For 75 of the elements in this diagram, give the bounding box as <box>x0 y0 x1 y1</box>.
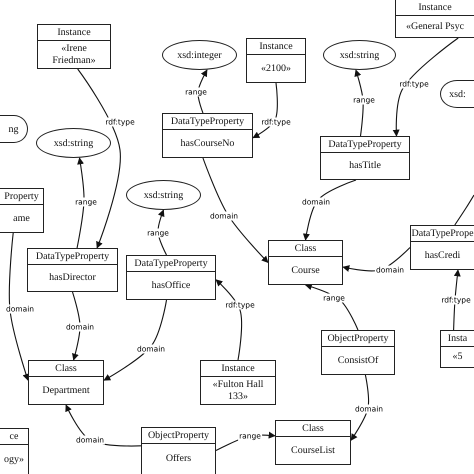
element-type: ce <box>10 430 18 444</box>
entity-box <box>141 427 216 474</box>
element-type: Property <box>4 190 39 204</box>
element-name: ogy» <box>4 454 24 466</box>
element-type: DataTypeProperty <box>170 115 244 129</box>
type-label: xsd:string <box>144 190 184 200</box>
element-type: Instance <box>259 40 293 54</box>
element-name: «Fulton Hall 133» <box>212 378 264 402</box>
element-type: Class <box>294 242 316 256</box>
entity-box <box>28 360 104 405</box>
element-type: Instance <box>221 362 255 376</box>
element-name: hasCredi <box>424 250 460 262</box>
type-label: xsd: <box>449 88 466 100</box>
element-type: ObjectProperty <box>327 332 389 346</box>
entity-box <box>395 0 474 38</box>
arrow <box>354 69 364 136</box>
element-type: Class <box>302 422 324 436</box>
entity-box <box>27 248 118 292</box>
element-type: Insta <box>448 332 468 346</box>
arrow <box>392 38 459 137</box>
arrow <box>157 209 167 256</box>
entity-box <box>275 420 351 465</box>
entity-box <box>410 225 474 270</box>
element-name: «5 <box>452 351 462 363</box>
arrow <box>8 232 30 381</box>
type-label: xsd:string <box>340 50 380 60</box>
type-label: xsd:string <box>54 138 94 148</box>
element-name: hasTitle <box>349 160 381 172</box>
datatype-ellipse <box>36 128 111 158</box>
arrow <box>72 292 81 361</box>
entity-box <box>320 136 410 180</box>
element-name: Department <box>42 384 90 396</box>
entity-box <box>0 188 44 233</box>
arrow <box>350 374 370 441</box>
element-name: «Irene Friedman» <box>51 42 97 66</box>
element-type: Instance <box>57 26 91 40</box>
element-name: Offers <box>166 453 192 465</box>
arrow <box>215 279 242 360</box>
arrow <box>302 179 356 241</box>
element-name: «General Psyc <box>406 20 464 32</box>
entity-box <box>268 240 343 285</box>
element-name: hasCourseNo <box>180 138 234 150</box>
element-name: hasOffice <box>152 280 190 292</box>
entity-box <box>37 24 111 69</box>
type-label: ng <box>8 124 18 134</box>
element-type: Class <box>55 362 77 376</box>
element-name: ame <box>13 212 30 224</box>
entity-box <box>440 330 474 368</box>
entity-box <box>126 255 216 300</box>
entity-box <box>200 360 276 405</box>
entity-box <box>246 38 306 83</box>
arrow <box>453 269 461 330</box>
element-name: ConsistOf <box>338 354 378 366</box>
arrow <box>76 157 85 248</box>
element-type: DataTypeProperty <box>328 138 402 152</box>
connector-line <box>454 194 474 226</box>
datatype-ellipse <box>440 80 474 108</box>
element-type: DataTypeProperty <box>134 257 208 271</box>
entity-box <box>0 428 29 474</box>
arrow <box>202 158 268 263</box>
element-name: hasDirector <box>49 272 96 284</box>
element-name: CourseList <box>291 444 335 456</box>
entity-box <box>162 113 253 158</box>
element-type: ObjectProperty <box>148 429 210 443</box>
arrow <box>197 69 208 114</box>
arrow <box>77 68 121 249</box>
entity-box <box>321 330 395 375</box>
type-label: xsd:integer <box>177 50 222 60</box>
element-name: Course <box>291 264 320 276</box>
element-type: DataTypePrope <box>411 227 474 241</box>
arrow <box>304 283 358 330</box>
arrow <box>103 300 168 381</box>
element-name: «2100» <box>261 62 291 74</box>
element-type: Instance <box>418 1 452 15</box>
element-type: DataTypeProperty <box>36 250 110 264</box>
